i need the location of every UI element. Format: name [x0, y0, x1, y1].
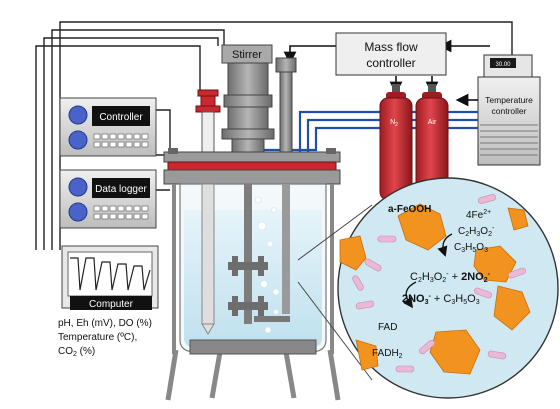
measurement-line-3: CO2 (%)	[58, 346, 95, 358]
dial-icon	[68, 105, 88, 125]
dial-icon	[68, 177, 88, 197]
controller-label: Controller	[99, 112, 143, 123]
fad-label: FAD	[378, 322, 397, 333]
stirrer-label: Stirrer	[232, 49, 262, 61]
equation-line-2: 2NO3- + C3H5O3	[402, 293, 480, 306]
temp-display	[490, 58, 516, 68]
computer-label: Computer	[89, 299, 134, 310]
lactate-label-1: C2H3O2-	[458, 225, 495, 238]
data-logger-label: Data logger	[95, 184, 147, 195]
air-label: Air	[428, 119, 437, 126]
mass-flow-label-2: controller	[366, 56, 415, 70]
measurement-line-1: pH, Eh (mV), DO (%)	[58, 318, 152, 329]
zoom-circle: a-FeOOH 4Fe2+ C2H3O2- C3H5O3 C2H3O2- + 2…	[337, 177, 559, 399]
probe-port	[195, 89, 221, 163]
controller-device: Controller	[59, 97, 157, 157]
data-logger-device: Data logger	[59, 169, 157, 229]
n2-label: N2	[390, 119, 398, 128]
dial-icon	[68, 202, 88, 222]
dial-icon	[68, 130, 88, 150]
zoom-lines	[297, 204, 373, 381]
bacteria	[352, 194, 526, 373]
signal-trace	[70, 257, 151, 291]
pyruvate-label-1: C3H5O3	[454, 242, 488, 254]
temp-ctrl-label-1: Temperature	[485, 95, 533, 105]
feooh-label: a-FeOOH	[388, 204, 431, 215]
feooh-particles	[339, 203, 531, 375]
fe2-label: 4Fe2+	[466, 209, 491, 221]
reactor-vessel	[163, 148, 341, 401]
stirrer: Stirrer	[221, 44, 297, 163]
measurement-line-2: Temperature (ºC),	[58, 332, 137, 343]
mass-flow-controller: Mass flow controller	[335, 32, 447, 76]
fadh2-label: FADH2	[372, 348, 403, 360]
n2-cylinder: N2	[379, 84, 413, 201]
temp-display-value: 30.00	[495, 62, 511, 68]
temp-ctrl-label-2: controller	[492, 106, 527, 116]
mass-flow-label-1: Mass flow	[364, 40, 418, 54]
equation-line-1: C2H3O2- + 2NO2-	[410, 271, 491, 284]
temperature-controller: 30.00 Temperature controller	[477, 54, 541, 166]
computer-device: Computer	[61, 245, 159, 310]
